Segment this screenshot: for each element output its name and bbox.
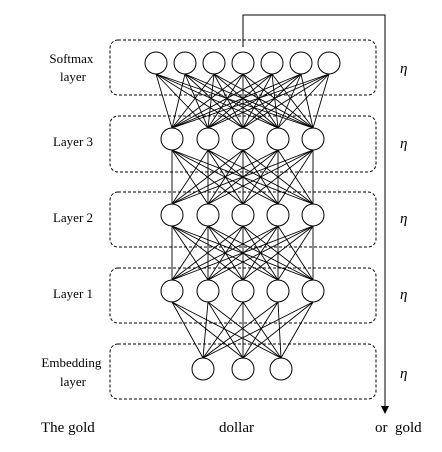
connection-edge bbox=[207, 149, 314, 205]
connection-edge bbox=[207, 73, 244, 129]
softmax-eta: η bbox=[400, 61, 407, 77]
layer1-node bbox=[266, 279, 290, 303]
softmax-node bbox=[173, 51, 197, 75]
connection-edge bbox=[202, 301, 244, 359]
connection-edge bbox=[171, 73, 302, 129]
embedding-node bbox=[191, 357, 215, 381]
output-arrow bbox=[242, 14, 389, 414]
connection-edge bbox=[277, 225, 314, 281]
softmax-node bbox=[231, 51, 255, 75]
connection-edge bbox=[242, 301, 282, 359]
layer1-node bbox=[301, 279, 325, 303]
connection-edge bbox=[171, 301, 282, 359]
connection-edge bbox=[155, 73, 173, 129]
layer1-node bbox=[231, 279, 255, 303]
layer-1-label: Layer 1 bbox=[53, 286, 93, 301]
layer3-node bbox=[231, 127, 255, 151]
connection-edge bbox=[171, 225, 279, 281]
connection-edge bbox=[171, 73, 273, 129]
connection-edge bbox=[184, 73, 314, 129]
connection-edge bbox=[207, 73, 273, 129]
connection-edge bbox=[184, 73, 279, 129]
layer3-node bbox=[196, 127, 220, 151]
layer2-node bbox=[231, 203, 255, 227]
connection-edge bbox=[242, 225, 314, 281]
embedding-layer-label: Embedding layer bbox=[41, 355, 104, 389]
connection-edge bbox=[207, 301, 244, 359]
softmax-node bbox=[289, 51, 313, 75]
softmax-layer-label: Softmax layer bbox=[49, 51, 96, 84]
layer1-node bbox=[160, 279, 184, 303]
connection-edge bbox=[213, 73, 244, 129]
connection-edge bbox=[242, 301, 279, 359]
connection-edge bbox=[202, 301, 209, 359]
word-dollar: dollar bbox=[219, 420, 254, 436]
layer1-node bbox=[196, 279, 220, 303]
connection-edge bbox=[171, 225, 209, 281]
connection-edge bbox=[207, 225, 314, 281]
connection-edge bbox=[242, 73, 302, 129]
connection-edge bbox=[207, 301, 282, 359]
connection-edge bbox=[171, 149, 209, 205]
connection-edge bbox=[280, 301, 314, 359]
layer2-node bbox=[301, 203, 325, 227]
embedding-eta: η bbox=[400, 366, 407, 382]
word-the-gold: The gold bbox=[41, 420, 95, 436]
connection-edge bbox=[207, 73, 302, 129]
layer3-node bbox=[266, 127, 290, 151]
connection-edge bbox=[242, 301, 314, 359]
word-or-gold: or gold bbox=[375, 420, 422, 436]
connection-edge bbox=[277, 73, 302, 129]
embedding-node bbox=[231, 357, 255, 381]
connection-edge bbox=[242, 73, 330, 129]
connection-edge bbox=[202, 301, 314, 359]
connection-edge bbox=[213, 73, 279, 129]
layer-3-label: Layer 3 bbox=[53, 134, 93, 149]
connection-edge bbox=[271, 73, 279, 129]
softmax-node bbox=[260, 51, 284, 75]
softmax-node bbox=[202, 51, 226, 75]
connection-edge bbox=[312, 73, 330, 129]
connection-edge bbox=[171, 149, 244, 205]
layer-2-label: Layer 2 bbox=[53, 210, 93, 225]
connection-edge bbox=[242, 149, 314, 205]
connection-edge bbox=[171, 73, 244, 129]
connection-edge bbox=[171, 73, 186, 129]
layer-2-eta: η bbox=[400, 211, 407, 227]
layer2-node bbox=[266, 203, 290, 227]
connection-edge bbox=[242, 73, 273, 129]
connection-edge bbox=[277, 301, 282, 359]
connection-edge bbox=[171, 73, 215, 129]
layer-1-eta: η bbox=[400, 287, 407, 303]
connection-edge bbox=[171, 225, 244, 281]
connection-edge bbox=[171, 225, 314, 281]
connection-edge bbox=[242, 73, 279, 129]
embedding-node bbox=[269, 357, 293, 381]
softmax-node bbox=[144, 51, 168, 75]
layer3-node bbox=[160, 127, 184, 151]
connection-edge bbox=[277, 149, 314, 205]
connection-edge bbox=[171, 301, 204, 359]
connection-edge bbox=[277, 73, 330, 129]
connection-edge bbox=[184, 73, 244, 129]
softmax-node bbox=[317, 51, 341, 75]
connection-edge bbox=[184, 73, 209, 129]
connection-edge bbox=[171, 149, 279, 205]
layer2-node bbox=[160, 203, 184, 227]
layer3-node bbox=[301, 127, 325, 151]
connection-edge bbox=[207, 73, 330, 129]
layer-3-eta: η bbox=[400, 136, 407, 152]
connection-edge bbox=[171, 73, 330, 129]
connection-edge bbox=[171, 149, 314, 205]
connection-edge bbox=[171, 301, 244, 359]
connection-edge bbox=[202, 301, 279, 359]
connection-edge bbox=[207, 73, 215, 129]
layer2-node bbox=[196, 203, 220, 227]
